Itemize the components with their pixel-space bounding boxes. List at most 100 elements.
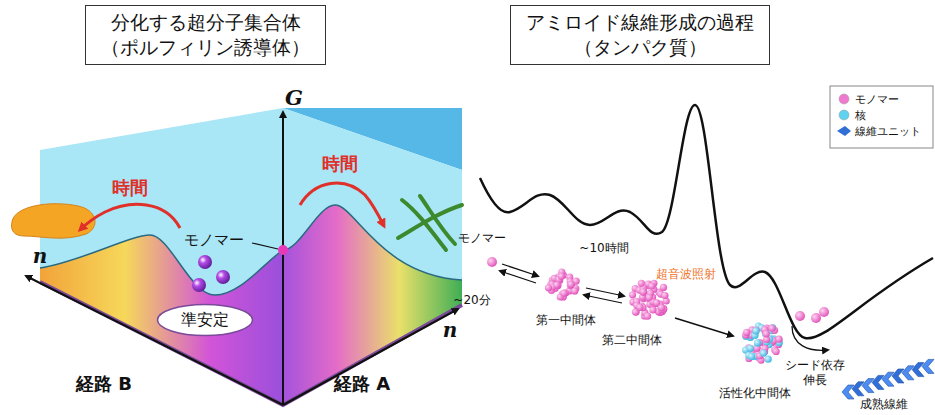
nucleus-dot bbox=[747, 345, 754, 352]
g-axis bbox=[282, 112, 284, 405]
first-intermediate bbox=[545, 268, 580, 300]
axis-label: n bbox=[33, 244, 48, 269]
monomer-dot bbox=[795, 311, 805, 321]
time-arrow bbox=[80, 204, 180, 230]
fiber-unit bbox=[842, 385, 854, 399]
monomer-dot bbox=[554, 282, 561, 289]
legend-text: モノマー bbox=[855, 94, 899, 105]
monomer-dot bbox=[644, 313, 651, 320]
fiber-unit bbox=[902, 366, 914, 380]
monomer-dot bbox=[560, 290, 567, 297]
nucleus-dot bbox=[765, 356, 772, 363]
monomer-dot bbox=[658, 304, 665, 311]
path-b-surface bbox=[40, 235, 283, 405]
monomer-dot bbox=[648, 282, 655, 289]
stage-label: 活性化中間体 bbox=[719, 386, 791, 401]
title-box: アミロイド線維形成の過程（タンパク質） bbox=[510, 5, 770, 65]
monomer-dot bbox=[554, 282, 561, 289]
fiber-unit bbox=[912, 363, 924, 377]
stage-label: 第一中間体 bbox=[536, 313, 596, 328]
monomer-ball bbox=[192, 278, 206, 292]
monomer-dot bbox=[567, 281, 574, 288]
monomer-dot bbox=[661, 292, 668, 299]
monomer-dot bbox=[487, 257, 497, 267]
nucleus-dot bbox=[754, 339, 761, 346]
route-label: 経路 B bbox=[76, 373, 132, 396]
fiber-unit bbox=[922, 359, 934, 373]
node-subtitle: （ポルフィリン誘導体） bbox=[100, 35, 311, 60]
monomer-dot bbox=[753, 327, 760, 334]
title-box: 分化する超分子集合体（ポルフィリン誘導体） bbox=[85, 5, 326, 65]
fiber-unit bbox=[892, 369, 904, 383]
monomer-dot bbox=[567, 282, 574, 289]
monomer-dot bbox=[819, 307, 829, 317]
monomer-dot bbox=[640, 288, 647, 295]
route-label: 経路 A bbox=[334, 373, 390, 396]
fiber-unit bbox=[882, 372, 894, 386]
monomer-point bbox=[278, 245, 288, 255]
fiber-unit bbox=[872, 375, 884, 389]
monomer-dot bbox=[649, 306, 656, 313]
time-label: ~20分 bbox=[453, 293, 490, 308]
reverse-arrow bbox=[500, 271, 536, 283]
legend-frame bbox=[830, 86, 933, 148]
time-label: ~10時間 bbox=[579, 241, 628, 256]
monomer-dot bbox=[660, 284, 667, 291]
legend-text: 核 bbox=[855, 110, 866, 121]
monomer-dot bbox=[773, 348, 780, 355]
n-axis bbox=[26, 276, 283, 405]
left-face bbox=[40, 108, 283, 405]
stage-label: 成熟線維 bbox=[860, 397, 908, 412]
activated-intermediate bbox=[742, 322, 783, 363]
leader-line bbox=[252, 243, 278, 249]
monomer-dot bbox=[629, 291, 636, 298]
monomer-ball bbox=[216, 270, 230, 284]
nucleus-dot bbox=[760, 350, 767, 357]
time-arrow bbox=[300, 183, 384, 226]
forward-arrow bbox=[502, 264, 538, 276]
activation-arrow bbox=[675, 318, 733, 336]
node-title: 分化する超分子集合体 bbox=[100, 10, 311, 35]
second-intermediate bbox=[629, 280, 670, 320]
fiber-strand bbox=[420, 196, 455, 244]
ellipse-shape bbox=[158, 305, 253, 336]
axis-label: G bbox=[285, 85, 303, 111]
monomer-dot bbox=[545, 284, 552, 291]
stage-label: 第二中間体 bbox=[602, 333, 662, 348]
amyloid-pathway bbox=[480, 86, 934, 399]
fiber-unit-swatch bbox=[837, 126, 851, 136]
sonication-label: 超音波照射 bbox=[656, 267, 716, 282]
reverse-arrow bbox=[584, 295, 622, 303]
monomer-label: モノマー bbox=[458, 231, 506, 246]
monomer-ball bbox=[198, 255, 212, 269]
legend-swatch bbox=[839, 110, 849, 120]
legend-swatch bbox=[839, 94, 849, 104]
monomer-dot bbox=[646, 294, 653, 301]
monomer-dot bbox=[553, 281, 560, 288]
nucleus-dot bbox=[752, 327, 759, 334]
axis-label: n bbox=[443, 318, 458, 343]
monomer-dot bbox=[768, 325, 775, 332]
mature-fiber bbox=[842, 359, 934, 399]
state-ellipse: 準安定 bbox=[156, 303, 254, 337]
stage-label: シード依存 伸長 bbox=[784, 358, 846, 388]
fiber-unit bbox=[852, 382, 864, 396]
elongation-arrow bbox=[792, 326, 828, 350]
monomer-dot bbox=[558, 273, 565, 280]
surface-curve bbox=[40, 235, 283, 295]
monomer-dot bbox=[775, 336, 782, 343]
node-subtitle: （タンパク質） bbox=[525, 35, 755, 60]
floor-edge bbox=[40, 282, 462, 405]
monomer-dot bbox=[743, 329, 750, 336]
monomer-dot bbox=[763, 330, 770, 337]
node-title: 準安定 bbox=[180, 310, 230, 329]
aggregate-blob bbox=[12, 204, 96, 238]
n-axis bbox=[283, 309, 458, 405]
fiber-unit bbox=[862, 379, 874, 393]
nucleus-dot bbox=[769, 324, 776, 331]
forward-arrow bbox=[586, 288, 624, 296]
legend-text: 線維ユニット bbox=[855, 126, 921, 137]
right-face bbox=[283, 108, 462, 405]
energy-landscape bbox=[12, 108, 463, 405]
time-label: 時間 bbox=[112, 177, 148, 200]
